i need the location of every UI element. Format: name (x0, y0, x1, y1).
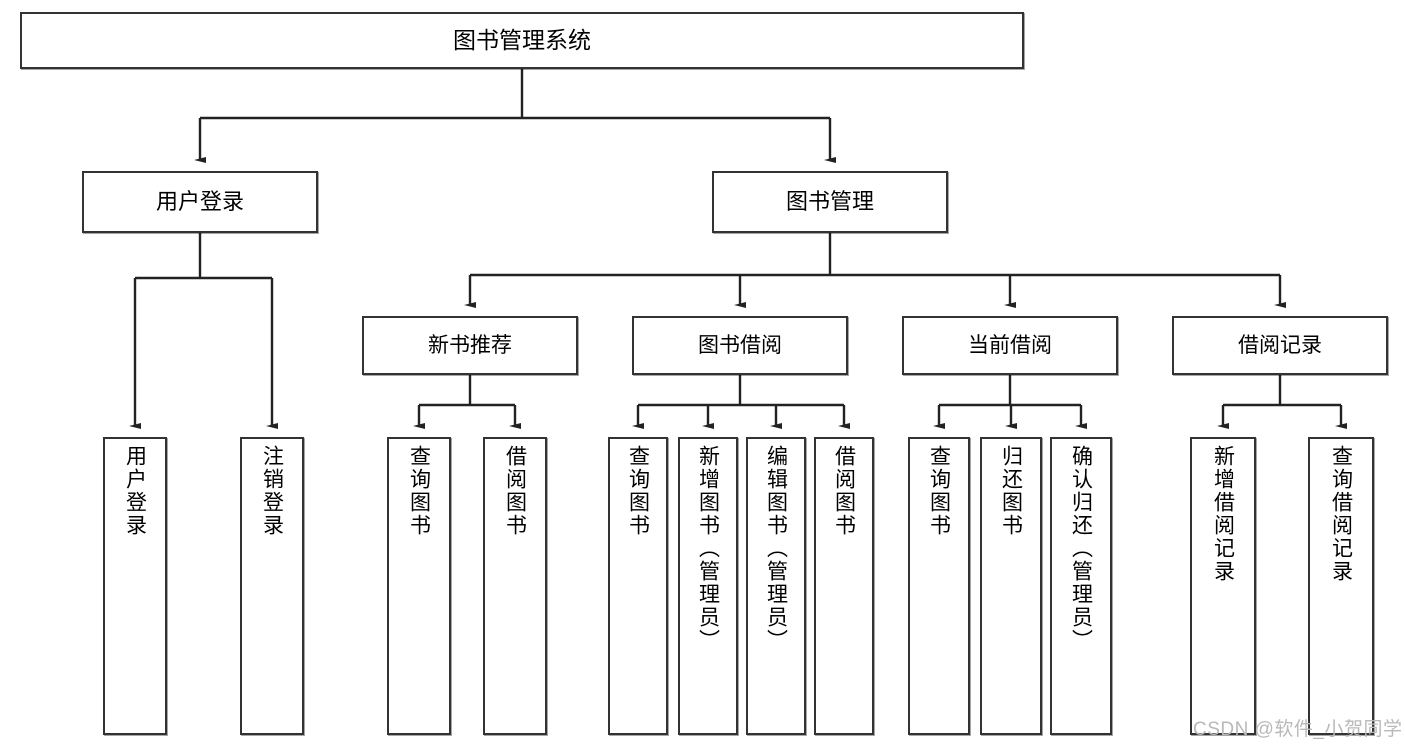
leaf-borrow-add-book-admin[interactable]: 新增图书（管理员） (678, 437, 738, 735)
node-new-book-recommend-label: 新书推荐 (428, 333, 512, 357)
leaf-newbook-query-book-label: 查询图书 (407, 445, 431, 537)
leaf-current-query-book-label: 查询图书 (927, 445, 951, 537)
leaf-current-confirm-return-admin[interactable]: 确认归还（管理员） (1050, 437, 1112, 735)
leaf-record-query-record-label: 查询借阅记录 (1329, 445, 1353, 583)
leaf-borrow-query-book-label: 查询图书 (626, 445, 650, 537)
leaf-user-logout[interactable]: 注销登录 (240, 437, 304, 735)
leaf-newbook-borrow-book[interactable]: 借阅图书 (483, 437, 547, 735)
leaf-user-login[interactable]: 用户登录 (103, 437, 167, 735)
leaf-user-login-label: 用户登录 (123, 445, 147, 537)
csdn-watermark: CSDN @软件_小贺同学 (1193, 719, 1403, 740)
node-root[interactable]: 图书管理系统 (20, 12, 1024, 69)
leaf-newbook-query-book[interactable]: 查询图书 (387, 437, 451, 735)
leaf-current-return-book-label: 归还图书 (999, 445, 1023, 537)
node-new-book-recommend[interactable]: 新书推荐 (362, 316, 578, 375)
leaf-current-return-book[interactable]: 归还图书 (980, 437, 1042, 735)
leaf-current-query-book[interactable]: 查询图书 (908, 437, 970, 735)
leaf-record-query-record[interactable]: 查询借阅记录 (1308, 437, 1374, 735)
leaf-current-confirm-return-admin-label: 确认归还（管理员） (1069, 445, 1093, 652)
leaf-borrow-edit-book-admin[interactable]: 编辑图书（管理员） (746, 437, 806, 735)
leaf-newbook-borrow-book-label: 借阅图书 (503, 445, 527, 537)
leaf-borrow-query-book[interactable]: 查询图书 (608, 437, 668, 735)
node-book-management[interactable]: 图书管理 (712, 171, 948, 233)
node-user-login-label: 用户登录 (155, 188, 244, 214)
leaf-record-add-record[interactable]: 新增借阅记录 (1190, 437, 1256, 735)
leaf-borrow-add-book-admin-label: 新增图书（管理员） (696, 445, 720, 652)
leaf-borrow-lend-book-label: 借阅图书 (832, 445, 856, 537)
leaf-borrow-lend-book[interactable]: 借阅图书 (814, 437, 874, 735)
node-current-borrow-label: 当前借阅 (968, 333, 1052, 357)
leaf-record-add-record-label: 新增借阅记录 (1211, 445, 1235, 583)
leaf-user-logout-label: 注销登录 (260, 445, 284, 537)
node-borrow-record-label: 借阅记录 (1238, 333, 1322, 357)
node-book-borrow[interactable]: 图书借阅 (632, 316, 848, 375)
node-current-borrow[interactable]: 当前借阅 (902, 316, 1118, 375)
node-borrow-record[interactable]: 借阅记录 (1172, 316, 1388, 375)
node-book-management-label: 图书管理 (785, 188, 874, 214)
node-book-borrow-label: 图书借阅 (698, 333, 782, 357)
leaf-borrow-edit-book-admin-label: 编辑图书（管理员） (764, 445, 788, 652)
node-user-login[interactable]: 用户登录 (82, 171, 318, 233)
node-root-label: 图书管理系统 (453, 26, 591, 53)
